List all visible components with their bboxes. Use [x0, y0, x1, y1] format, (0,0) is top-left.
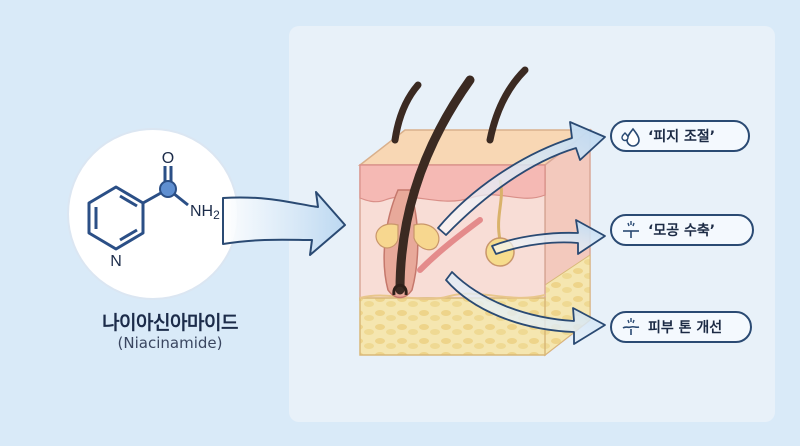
effect-label: ‘모공 수축’ — [648, 223, 716, 239]
oxygen-label: O — [162, 150, 174, 167]
hair-strand-left — [391, 81, 422, 144]
molecule-structure: O NH2 N — [67, 128, 239, 300]
sebaceous-gland-right — [413, 223, 440, 251]
effect-arrow-1 — [437, 121, 606, 236]
pore-icon — [623, 221, 639, 238]
effect-arrow-3 — [445, 271, 606, 345]
effect-label: ‘피지 조절’ — [648, 129, 716, 145]
amine-label: NH2 — [190, 203, 220, 222]
molecule-name-korean: 나이아신아마이드 — [102, 312, 238, 334]
skin-tone-icon — [622, 318, 640, 335]
carbonyl-atom — [159, 180, 177, 198]
fat-layer — [359, 297, 546, 356]
hair-strand-right — [486, 66, 529, 144]
effect-arrow-2 — [491, 219, 606, 255]
effect-pore-tightening: ‘모공 수축’ — [610, 214, 754, 246]
droplets-icon — [621, 127, 640, 147]
sebaceous-gland-left — [375, 223, 399, 249]
effect-sebum-control: ‘피지 조절’ — [610, 120, 750, 152]
molecule-name-english: (Niacinamide) — [117, 334, 223, 352]
ring-nitrogen-label: N — [110, 253, 122, 270]
effect-skin-tone: 피부 톤 개선 — [610, 311, 752, 343]
delivery-arrow — [222, 191, 346, 256]
effect-label: 피부 톤 개선 — [648, 320, 723, 336]
hair-strand-main — [395, 75, 475, 295]
arrector-muscle — [417, 217, 483, 273]
